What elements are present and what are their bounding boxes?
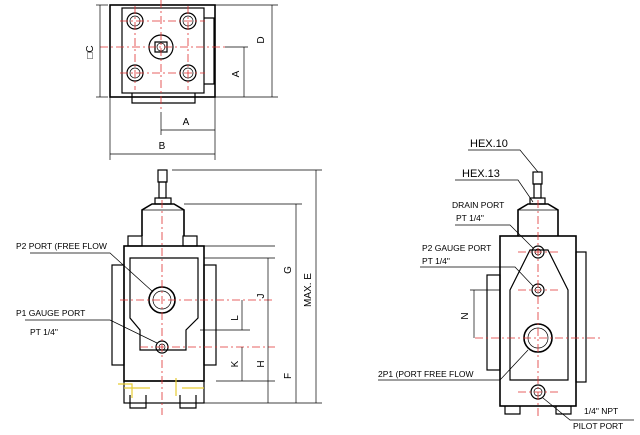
dim-n-label: N (460, 312, 471, 319)
front-view-right-flange (203, 264, 217, 366)
drain-port-label: DRAIN PORT (452, 200, 504, 210)
dim-a-horizontal-label: A (183, 117, 190, 128)
front-view-highlight (118, 378, 204, 398)
side-view-screw-head (532, 171, 543, 185)
dim-h-label: H (256, 360, 267, 367)
pilot-port-label: PILOT PORT (573, 421, 623, 431)
top-view-body (109, 4, 216, 98)
front-view-screw-head (157, 169, 168, 183)
npt-label: 1/4" NPT (584, 406, 618, 416)
top-view-boss (131, 93, 196, 104)
dim-d-label: D (256, 36, 267, 43)
p2-gauge-port-label: P2 GAUGE PORT (422, 243, 491, 253)
front-view-left-flange (111, 264, 125, 366)
dim-a-vertical-label: A (231, 70, 242, 77)
front-view-screw-shank (158, 181, 167, 199)
side-view-internal (509, 249, 569, 381)
p1-port-label: 2P1 (PORT FREE FLOW (378, 369, 474, 379)
dim-j-label: J (256, 294, 267, 299)
dim-g-label: G (283, 266, 294, 274)
hex10-label: HEX.10 (470, 138, 508, 150)
p1-gauge-port-label: P1 GAUGE PORT (16, 308, 85, 318)
top-view-inner-plate (121, 7, 205, 94)
hex13-label: HEX.13 (462, 168, 500, 180)
p2-gauge-port-thread: PT 1/4" (422, 256, 450, 266)
p2-port-label: P2 PORT (FREE FLOW (16, 241, 107, 251)
dim-l-label: L (230, 315, 241, 321)
dim-b-label: B (159, 141, 166, 152)
side-view-right-flange (575, 251, 587, 383)
dim-c-label: □C (85, 45, 96, 58)
p1-gauge-port-thread: PT 1/4" (30, 327, 58, 337)
front-view-base (123, 380, 205, 404)
dim-k-label: K (230, 360, 241, 367)
front-view-internal (129, 257, 199, 351)
drain-port-thread: PT 1/4" (456, 213, 484, 223)
top-view: □C D A A B (85, 0, 278, 160)
top-view-flange (204, 17, 215, 85)
front-view-cap (141, 203, 185, 236)
side-view: HEX.10 HEX.13 DRAIN PORT PT 1/4" P2 GAUG… (378, 138, 634, 431)
dim-f-label: F (283, 373, 294, 379)
front-view: P2 PORT (FREE FLOW P1 GAUGE PORT PT 1/4"… (16, 169, 322, 415)
side-view-left-flange (486, 274, 501, 371)
dim-e-label: MAX. E (303, 273, 314, 307)
